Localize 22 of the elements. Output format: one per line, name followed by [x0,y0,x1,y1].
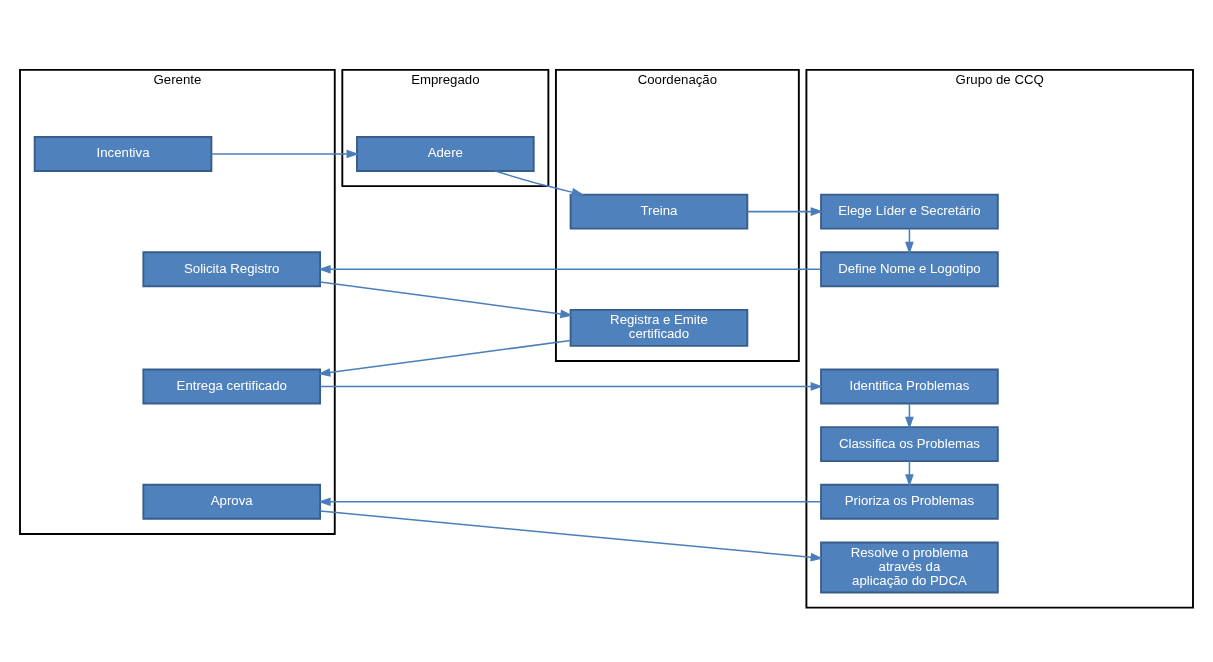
node-box: Resolve o problema através da aplicação do PDCA [820,541,999,594]
arrow [210,149,359,159]
node-box: Treina [569,193,749,230]
node-box: Prioriza os Problemas [820,483,999,520]
node-box: Classifica os Problemas [820,426,999,463]
arrow [318,264,822,274]
node-box: Adere [356,136,535,172]
node-box: Incentiva [33,136,213,172]
node-box: Registra e Emite certificado [569,308,749,347]
node-box: Aprova [142,483,322,520]
arrow [319,510,824,562]
arrow [494,170,585,197]
arrow [318,497,822,507]
node-box: Define Nome e Logotipo [820,251,999,288]
node-box: Solicita Registro [142,251,322,288]
arrow [319,281,573,319]
node-box: Identifica Problemas [820,368,999,405]
node-box: Elege Líder e Secretário [820,193,999,230]
arrow [746,207,824,216]
arrow [317,339,572,377]
arrow [319,382,824,391]
node-box: Entrega certificado [142,368,322,405]
